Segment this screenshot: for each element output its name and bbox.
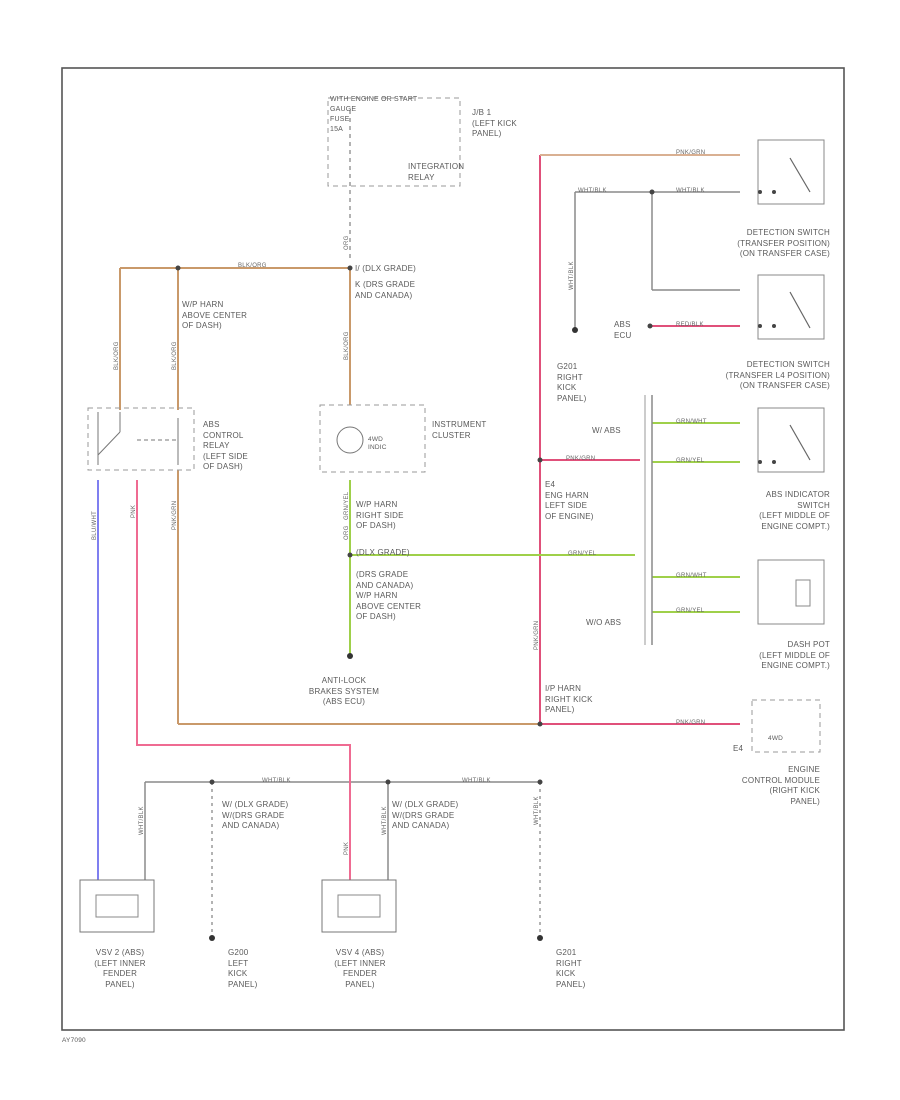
abs-ecu-small-label: ABS ECU: [614, 320, 632, 340]
grade-ij-label: I/ (DLX GRADE): [355, 264, 417, 273]
wire-code: WHT/BLK: [578, 188, 607, 194]
wire-code: WHT/BLK: [139, 806, 145, 835]
grade-dlx2-label: (DLX GRADE): [356, 548, 410, 557]
dash-pot: [757, 559, 825, 625]
wire-code: PNK: [131, 504, 137, 518]
junction-dots: [175, 189, 776, 785]
wire-gray: [144, 191, 740, 880]
grades-bottom2-label: W/ (DLX GRADE) W/(DRS GRADE AND CANADA): [392, 800, 459, 830]
det-sw2-label: DETECTION SWITCH (TRANSFER L4 POSITION) …: [725, 360, 830, 390]
wire-code: PNK/GRN: [676, 720, 706, 726]
detection-switch-2: [757, 274, 825, 340]
ground-icon: [209, 327, 578, 941]
g201-right2-label: G201 RIGHT KICK PANEL): [556, 948, 586, 989]
wire-code: BLK/ORG: [172, 341, 178, 370]
vsv4-label: VSV 4 (ABS) (LEFT INNER FENDER PANEL): [334, 948, 386, 989]
detection-switch-1: [757, 139, 825, 205]
fuse-box: [327, 97, 461, 187]
e4-label: E4: [733, 744, 744, 753]
wire-code: BLK/ORG: [238, 263, 267, 269]
wire-code: WHT/BLK: [262, 778, 291, 784]
g200-left-label: G200 LEFT KICK PANEL): [228, 948, 258, 989]
grades-bottom1-label: W/ (DLX GRADE) W/(DRS GRADE AND CANADA): [222, 800, 289, 830]
wire-code: ORG: [344, 525, 350, 540]
fuse-box-label: WITH ENGINE OR START GAUGE FUSE 15A: [330, 96, 418, 133]
indicator-lamp-icon: [336, 426, 364, 454]
g201-right-label: G201 RIGHT KICK PANEL): [557, 362, 587, 403]
wire-code: PNK/GRN: [534, 620, 540, 650]
wp-harn-right-label: W/P HARN RIGHT SIDE OF DASH): [356, 500, 404, 530]
eng-harn-label: E4 ENG HARN LEFT SIDE OF ENGINE): [545, 480, 594, 521]
wire-code: WHT/BLK: [569, 261, 575, 290]
instrument-cluster-label: INSTRUMENT CLUSTER: [432, 420, 487, 440]
wire-green: [349, 422, 740, 655]
ecm-box-label: 4WD: [768, 735, 784, 742]
abs-ind-sw-label: ABS INDICATOR SWITCH (LEFT MIDDLE OF ENG…: [759, 490, 830, 531]
wire-code: GRN/YEL: [344, 491, 350, 520]
dashpot-label: DASH POT (LEFT MIDDLE OF ENGINE COMPT.): [759, 640, 830, 670]
abs-indicator-switch: [757, 407, 825, 473]
wire-code: RED/BLK: [676, 322, 704, 328]
wire-code: GRN/YEL: [676, 608, 705, 614]
vsv4: [321, 879, 397, 933]
abs-ecu-box-label: ANTI-LOCK BRAKES SYSTEM (ABS ECU): [308, 676, 380, 706]
vsv2-label: VSV 2 (ABS) (LEFT INNER FENDER PANEL): [94, 948, 146, 989]
abs-relay-label: ABS CONTROL RELAY (LEFT SIDE OF DASH): [203, 420, 248, 471]
wire-code: PNK/GRN: [172, 500, 178, 530]
wo-abs-label: W/O ABS: [586, 618, 622, 627]
wire-code: PNK/GRN: [566, 456, 596, 462]
engine-control-module: [751, 699, 821, 753]
grade-kl-label: K (DRS GRADE AND CANADA): [355, 280, 416, 300]
wire-code: BLK/ORG: [114, 341, 120, 370]
wire-code: GRN/WHT: [676, 419, 707, 425]
wire-brown-top: [119, 267, 540, 725]
wire-code: WHT/BLK: [676, 188, 705, 194]
wire-code: PNK/GRN: [676, 150, 706, 156]
wire-code: WHT/BLK: [382, 806, 388, 835]
wire-code: PNK: [344, 841, 350, 855]
grade-drs-wp-label: (DRS GRADE AND CANADA) W/P HARN ABOVE CE…: [356, 570, 422, 621]
wire-code: WHT/BLK: [462, 778, 491, 784]
abs-warn-label: 4WD INDIC: [368, 436, 387, 451]
wire-pink: [136, 480, 351, 880]
wire-code: ORG: [344, 235, 350, 250]
jb1-label: J/B 1 (LEFT KICK PANEL): [472, 108, 517, 138]
wire-code: GRN/WHT: [676, 573, 707, 579]
ip-harn-kick-label: I/P HARN RIGHT KICK PANEL): [545, 684, 593, 714]
wire-code: GRN/YEL: [676, 458, 705, 464]
abs-control-relay: [87, 407, 195, 471]
wire-code: BLK/ORG: [344, 331, 350, 360]
integration-relay-label: INTEGRATION RELAY: [408, 162, 465, 182]
w-abs-label: W/ ABS: [592, 426, 621, 435]
wire-code: BLU/WHT: [92, 510, 98, 540]
det-sw1-label: DETECTION SWITCH (TRANSFER POSITION) (ON…: [737, 228, 830, 258]
wire-code: GRN/YEL: [568, 551, 597, 557]
wire-code: WHT/BLK: [534, 796, 540, 825]
figure-code: AY7090: [62, 1037, 86, 1044]
instrument-cluster: [319, 404, 426, 473]
ecm-label: ENGINE CONTROL MODULE (RIGHT KICK PANEL): [741, 765, 820, 806]
wire-red: [539, 155, 740, 725]
diagram-frame: [61, 67, 845, 1031]
wp-harn-center-label: W/P HARN ABOVE CENTER OF DASH): [182, 300, 248, 330]
vsv2: [79, 879, 155, 933]
